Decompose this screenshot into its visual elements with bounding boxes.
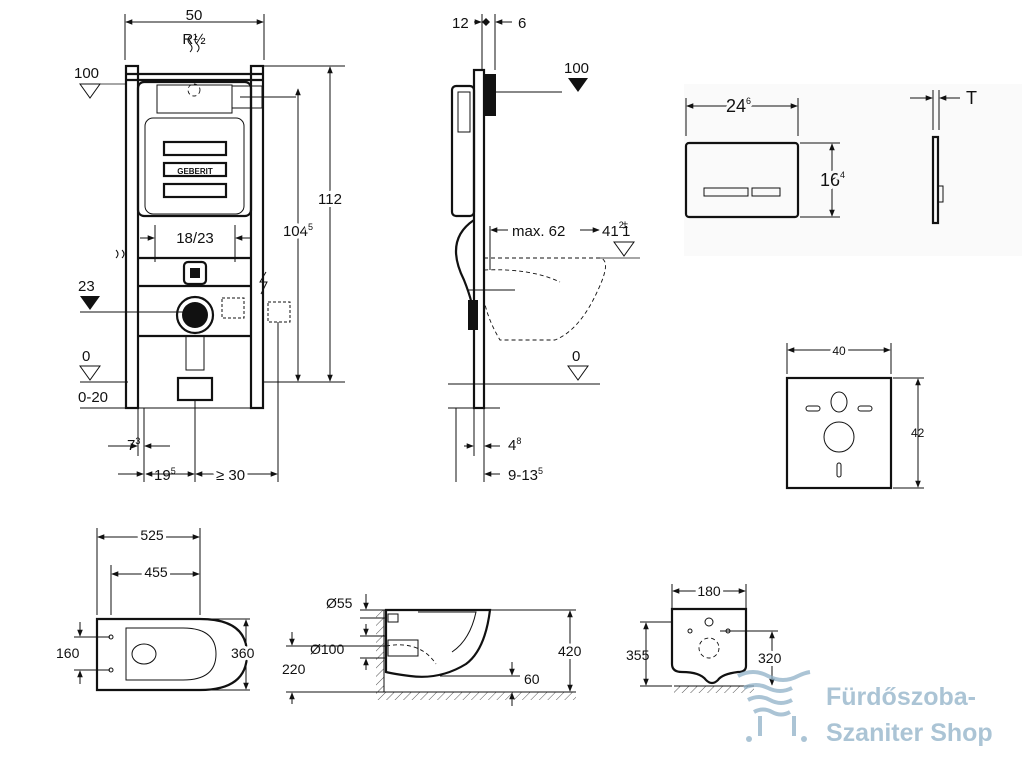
front-width-label: 180 [697,583,721,599]
watermark-line-2: Szaniter Shop [826,719,993,747]
bolt-height-label: 412 [602,220,624,240]
front-inlet-height-label: 320 [758,650,782,666]
watermark-line-1: Fürdőszoba- [826,683,976,711]
bowl-front-view: 180 355 320 [626,580,785,693]
bolt-tol-minus: 1 [622,223,630,240]
actuator-level-label: 100 [74,65,99,82]
plate-height-label: 164 [820,170,845,190]
floor-range-label: 0-20 [78,389,108,406]
shop-watermark: Fürdőszoba- Szaniter Shop [737,670,993,747]
water-inlet-icon [187,35,200,53]
max-projection-label: max. 62 [512,223,565,240]
outlet-small-label: Ø55 [326,595,353,611]
offset-label: 73 [127,436,140,454]
frame-height-mid-label: 1045 [283,222,313,240]
bowl-bolt-spacing-label: 160 [56,645,80,661]
bowl-width-label: 360 [231,645,255,661]
outlet-large-label: Ø100 [310,641,344,657]
svg-text:±: ± [622,219,628,231]
mat-height-label: 42 [911,426,925,440]
flush-plate-view: 246 164 T [684,84,1022,256]
side-left-dim: 12 [452,15,469,32]
insulation-mat-view: 40 42 [785,341,925,490]
water-drop-logo-icon [737,670,811,742]
bowl-height-label: 420 [558,643,582,659]
plate-width-label: 246 [726,96,751,116]
bolt-spacing-label: 18/23 [176,230,214,247]
bowl-length-label: 525 [140,527,164,543]
side-clearance-label: ≥ 30 [216,467,245,484]
flush-button-small [703,187,749,197]
bowl-inner-length-label: 455 [144,564,168,580]
bowl-top-view: 525 455 160 360 [56,524,258,692]
bowl-bottom-offset-label: 60 [524,671,540,687]
connection-label: R½ [182,31,206,48]
water-supply-icon [115,249,125,259]
outlet-height-label: 220 [282,661,306,677]
plate-thickness-label: T [966,88,977,108]
wall-range-dim: 9-135 [508,466,543,484]
side-right-dim: 6 [518,15,526,32]
floor-level-label: 0 [82,348,90,365]
drain-level-label: 23 [78,278,95,295]
brand-logo: GEBERIT [177,167,213,176]
side-floor-level: 0 [572,348,580,365]
front-height-label: 355 [626,647,650,663]
frame-width-label: 50 [186,7,203,24]
foot-dim: 48 [508,436,521,454]
frame-height-label: 112 [318,191,342,208]
mat-width-label: 40 [832,344,846,358]
side-actuator-level: 100 [564,60,589,77]
flush-button-large [751,187,781,197]
electrical-icon [259,271,268,295]
depth-label: 195 [154,466,176,484]
bowl-side-view: Ø55 Ø100 220 420 60 [282,594,585,706]
frame-side-view: 12 6 100 max. 62 412 1 ± 0 [448,14,640,484]
frame-front-view: 50 R½ GEBERIT [74,7,345,487]
